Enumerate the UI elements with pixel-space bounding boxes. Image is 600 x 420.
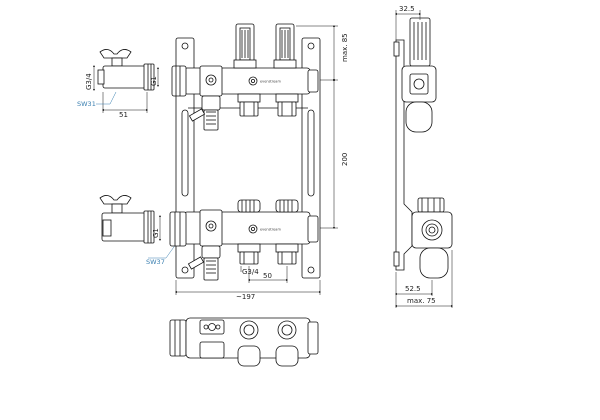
leader-label-sw37: SW37 bbox=[146, 258, 165, 266]
dim-outlet-thread: G3/4 bbox=[242, 268, 259, 276]
dim-top-valve-thread: G3/4 bbox=[85, 73, 93, 90]
valve-cap-1 bbox=[237, 199, 261, 213]
brand-text-bottom: evenstream bbox=[260, 228, 281, 232]
dim-side-top-offset: 32.5 bbox=[399, 5, 415, 13]
side-view-dimensions bbox=[395, 10, 453, 308]
supply-bar bbox=[171, 65, 319, 97]
dim-outlet-spacing: 50 bbox=[263, 272, 272, 280]
side-view bbox=[393, 17, 453, 279]
leader-sw31 bbox=[96, 91, 117, 105]
supply-outlets bbox=[237, 93, 299, 117]
top-valve-dimensions bbox=[93, 65, 159, 113]
dim-bottom-valve-outlet: G1 bbox=[152, 228, 160, 238]
plan-inlet-nut bbox=[169, 319, 187, 357]
butterfly-handle-bottom bbox=[99, 195, 132, 205]
return-bar bbox=[169, 209, 319, 247]
butterfly-handle-top bbox=[99, 49, 132, 59]
front-view-dimensions bbox=[175, 25, 338, 295]
return-bar-end-cap bbox=[307, 215, 319, 243]
dim-height-above-bar: max. 85 bbox=[341, 33, 349, 62]
side-return-outlet bbox=[419, 247, 449, 279]
plan-outlet-2 bbox=[275, 345, 299, 367]
brand-text-top: evenstream bbox=[260, 80, 281, 84]
supply-bar-inlet-nut bbox=[171, 65, 187, 97]
dim-bar-spacing: 200 bbox=[341, 153, 349, 166]
supply-bar-end-cap bbox=[307, 69, 319, 93]
return-outlets bbox=[237, 243, 299, 265]
return-bar-inlet-nut bbox=[169, 211, 187, 247]
dim-side-depth: max. 75 bbox=[407, 297, 436, 305]
drain-valve-top bbox=[188, 95, 221, 131]
ball-valve-bottom bbox=[99, 195, 155, 244]
leader-label-sw31: SW31 bbox=[77, 100, 96, 108]
valve-caps bbox=[237, 199, 299, 213]
plan-outlet-1 bbox=[237, 345, 261, 367]
side-flow-meter bbox=[409, 17, 431, 67]
dim-overall-width: ~197 bbox=[236, 293, 255, 301]
ball-valve-top bbox=[97, 49, 155, 91]
dim-top-valve-outlet: G1 bbox=[150, 76, 158, 86]
plan-view bbox=[169, 317, 319, 367]
dim-side-bottom-offset: 52.5 bbox=[405, 285, 421, 293]
flow-meters bbox=[233, 23, 297, 69]
side-supply-outlet bbox=[405, 101, 433, 133]
dim-top-valve-width: 51 bbox=[119, 111, 128, 119]
drain-valve-bottom bbox=[187, 245, 221, 281]
plan-end-cap bbox=[307, 321, 319, 355]
valve-cap-2 bbox=[275, 199, 299, 213]
